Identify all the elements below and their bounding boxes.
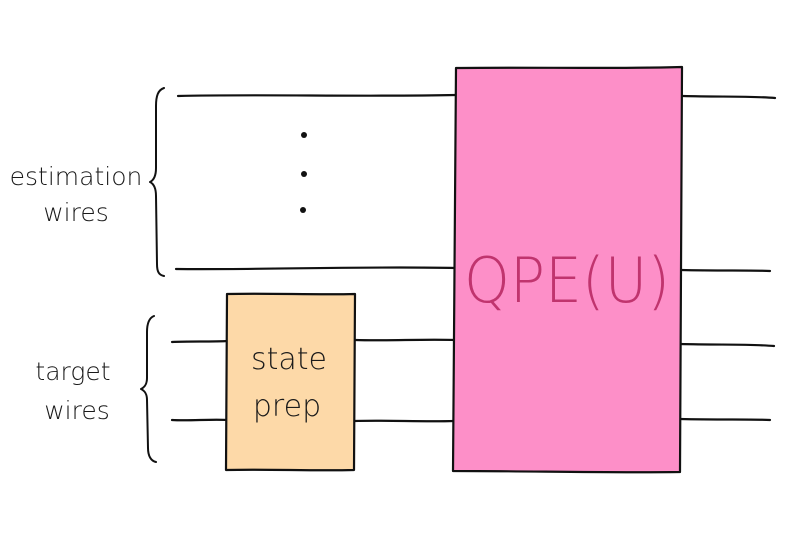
state-prep-gate xyxy=(224,292,357,472)
estimation-wire-bottom-left xyxy=(174,266,458,271)
target-wire-2-mid xyxy=(352,419,456,423)
ellipsis-dot-2 xyxy=(301,171,307,177)
target-label-line1: target xyxy=(35,357,110,386)
state-prep-label-line2: prep xyxy=(253,389,321,424)
target-wire-2-left xyxy=(170,418,230,422)
target-wire-2-right xyxy=(678,417,772,422)
target-label-line2: wires xyxy=(44,396,110,425)
target-wire-1-left xyxy=(170,339,230,344)
estimation-wire-top-left xyxy=(176,93,458,98)
estimation-wire-top-right xyxy=(681,94,777,100)
qpe-gate-label: QPE(U) xyxy=(464,244,670,317)
estimation-label-line2: wires xyxy=(43,198,109,227)
target-brace xyxy=(140,315,157,463)
state-prep-label-line1: state xyxy=(251,342,327,377)
estimation-wire-bottom-right xyxy=(679,268,772,273)
ellipsis-dot-3 xyxy=(300,207,306,213)
ellipsis-dot-1 xyxy=(301,132,307,138)
target-wire-1-mid xyxy=(353,338,458,342)
target-wire-1-right xyxy=(678,342,776,348)
qpe-gate xyxy=(451,65,684,474)
estimation-brace xyxy=(149,87,165,277)
estimation-label-line1: estimation xyxy=(10,162,143,191)
